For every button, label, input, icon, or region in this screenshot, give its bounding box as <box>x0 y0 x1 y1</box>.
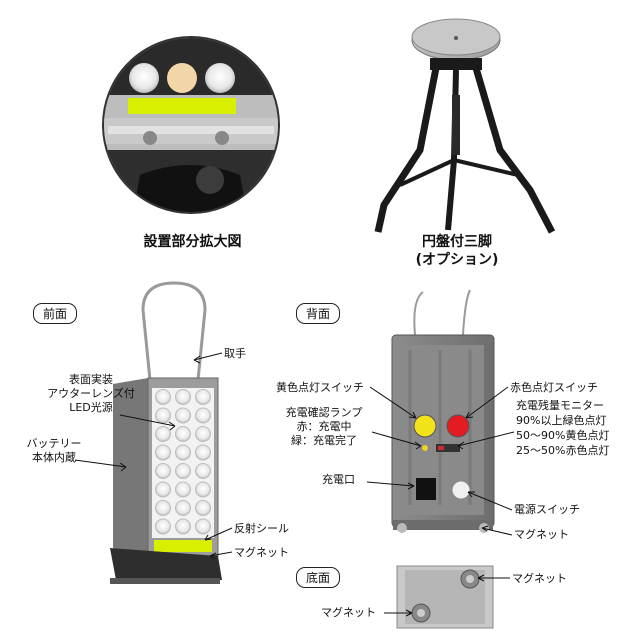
charge-lamp-indicator <box>422 445 428 451</box>
led-cell <box>175 389 191 405</box>
red-switch-label: 赤色点灯スイッチ <box>510 381 598 394</box>
yellow-switch-button <box>413 414 437 438</box>
back-section-tag: 背面 <box>296 303 341 324</box>
handle-label: 取手 <box>224 347 246 360</box>
reflector-label: 反射シール <box>234 522 289 535</box>
led-cell <box>175 500 191 516</box>
led-label-line2: アウターレンズ付 <box>47 387 135 400</box>
led-cell <box>155 518 171 535</box>
battery-monitor-bar <box>436 444 460 452</box>
led-cell <box>195 463 211 479</box>
bottom-unit-photo <box>396 565 494 629</box>
tripod-caption-line2: (オプション) <box>415 252 499 268</box>
zoom-caption: 設置部分拡大図 <box>143 234 242 250</box>
front-section-tag: 前面 <box>33 303 78 324</box>
zoom-led-3 <box>205 63 235 93</box>
charge-lamp-label-line2: 赤：充電中 <box>296 420 352 433</box>
tripod-photo <box>374 18 556 234</box>
zoom-led-1 <box>129 63 159 93</box>
front-magnet-label: マグネット <box>234 546 289 559</box>
back-magnet-label: マグネット <box>514 528 569 541</box>
led-cell <box>155 463 171 479</box>
charge-lamp-label-line3: 緑：充電完了 <box>291 434 357 447</box>
battery-label-line1: バッテリー <box>26 437 82 450</box>
led-cell <box>195 407 211 424</box>
led-cell <box>175 481 191 498</box>
led-cell <box>195 518 211 535</box>
power-switch-label: 電源スイッチ <box>514 503 580 516</box>
bottom-magnet-left-label: マグネット <box>321 606 376 619</box>
led-cell <box>175 463 191 479</box>
front-led-grid <box>155 389 211 535</box>
battery-monitor-label-line1: 充電残量モニター <box>516 399 604 412</box>
charge-lamp-label-line1: 充電確認ランプ <box>285 406 363 419</box>
tripod-caption-line1: 円盤付三脚 <box>422 234 492 250</box>
led-cell <box>155 407 171 424</box>
leader-lines <box>74 352 515 617</box>
led-cell <box>155 444 171 461</box>
bottom-section-tag: 底面 <box>296 567 341 588</box>
charge-port-label: 充電口 <box>322 473 355 486</box>
power-switch-button <box>451 480 471 500</box>
bottom-magnet-right-label: マグネット <box>512 572 567 585</box>
led-cell <box>175 407 191 424</box>
led-cell <box>155 481 171 498</box>
zoom-reflector-strip <box>128 98 236 114</box>
battery-label-line2: 本体内蔵 <box>32 451 76 464</box>
led-cell <box>195 389 211 405</box>
led-cell <box>175 426 191 442</box>
back-unit-photo <box>391 289 495 533</box>
led-cell <box>155 500 171 516</box>
led-cell <box>155 426 171 442</box>
led-label-line3: LED光源 <box>69 401 113 414</box>
led-label-line1: 表面実装 <box>69 373 113 386</box>
red-switch-button <box>446 414 470 438</box>
battery-monitor-label-line3: 50～90%黄色点灯 <box>516 429 610 442</box>
led-cell <box>195 444 211 461</box>
led-cell <box>195 481 211 498</box>
led-cell <box>175 518 191 535</box>
zoom-led-2 <box>167 63 197 93</box>
yellow-switch-label: 黄色点灯スイッチ <box>276 381 364 394</box>
battery-monitor-label-line4: 25～50%赤色点灯 <box>516 444 610 457</box>
battery-monitor-label-line2: 90%以上緑色点灯 <box>516 414 607 427</box>
led-cell <box>175 444 191 461</box>
charge-port-cover <box>416 478 436 500</box>
led-cell <box>195 426 211 442</box>
led-cell <box>195 500 211 516</box>
led-cell <box>155 389 171 405</box>
zoom-detail-photo <box>102 36 280 214</box>
